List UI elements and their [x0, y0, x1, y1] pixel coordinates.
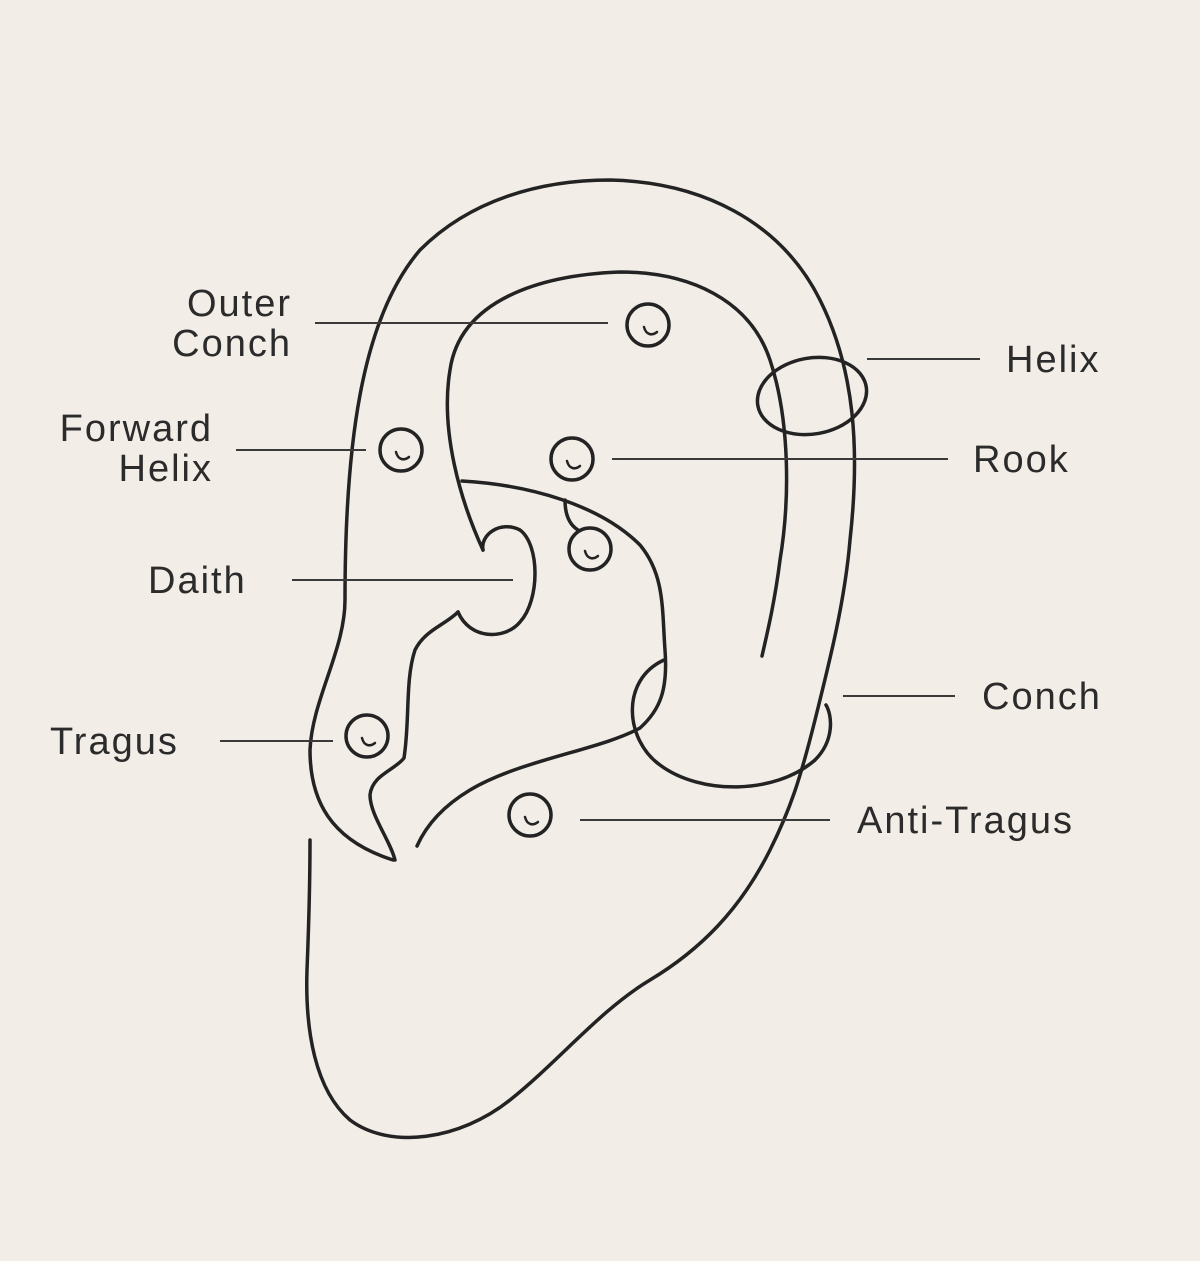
rook-tail — [563, 498, 580, 532]
rook-label: Rook — [973, 439, 1070, 481]
outer-conch-label-line1: Outer — [186, 283, 292, 325]
outer-conch-label: Outer Conch — [130, 284, 292, 364]
anti-tragus-label: Anti-Tragus — [857, 800, 1074, 842]
daith-fold — [456, 525, 537, 637]
rook-stud — [549, 436, 595, 482]
conch-hoop — [630, 658, 833, 789]
helix-hoop — [755, 355, 869, 437]
anti-tragus-stud — [507, 792, 553, 838]
tragus-label: Tragus — [50, 721, 179, 763]
ear-outline — [305, 178, 857, 1140]
tragus-stud — [344, 713, 390, 759]
helix-ridge — [445, 270, 789, 658]
forward-helix-label: Forward Helix — [20, 409, 213, 489]
conch-label: Conch — [982, 676, 1102, 718]
forward-helix-label-line2: Helix — [118, 448, 213, 490]
forward-helix-label-line1: Forward — [59, 408, 213, 450]
daith-stud — [567, 526, 613, 572]
daith-label: Daith — [148, 560, 247, 602]
antihelix — [415, 479, 668, 848]
forward-helix-stud — [378, 427, 424, 473]
helix-label: Helix — [1006, 339, 1101, 381]
outer-conch-stud — [625, 302, 671, 348]
outer-conch-label-line2: Conch — [172, 323, 292, 365]
